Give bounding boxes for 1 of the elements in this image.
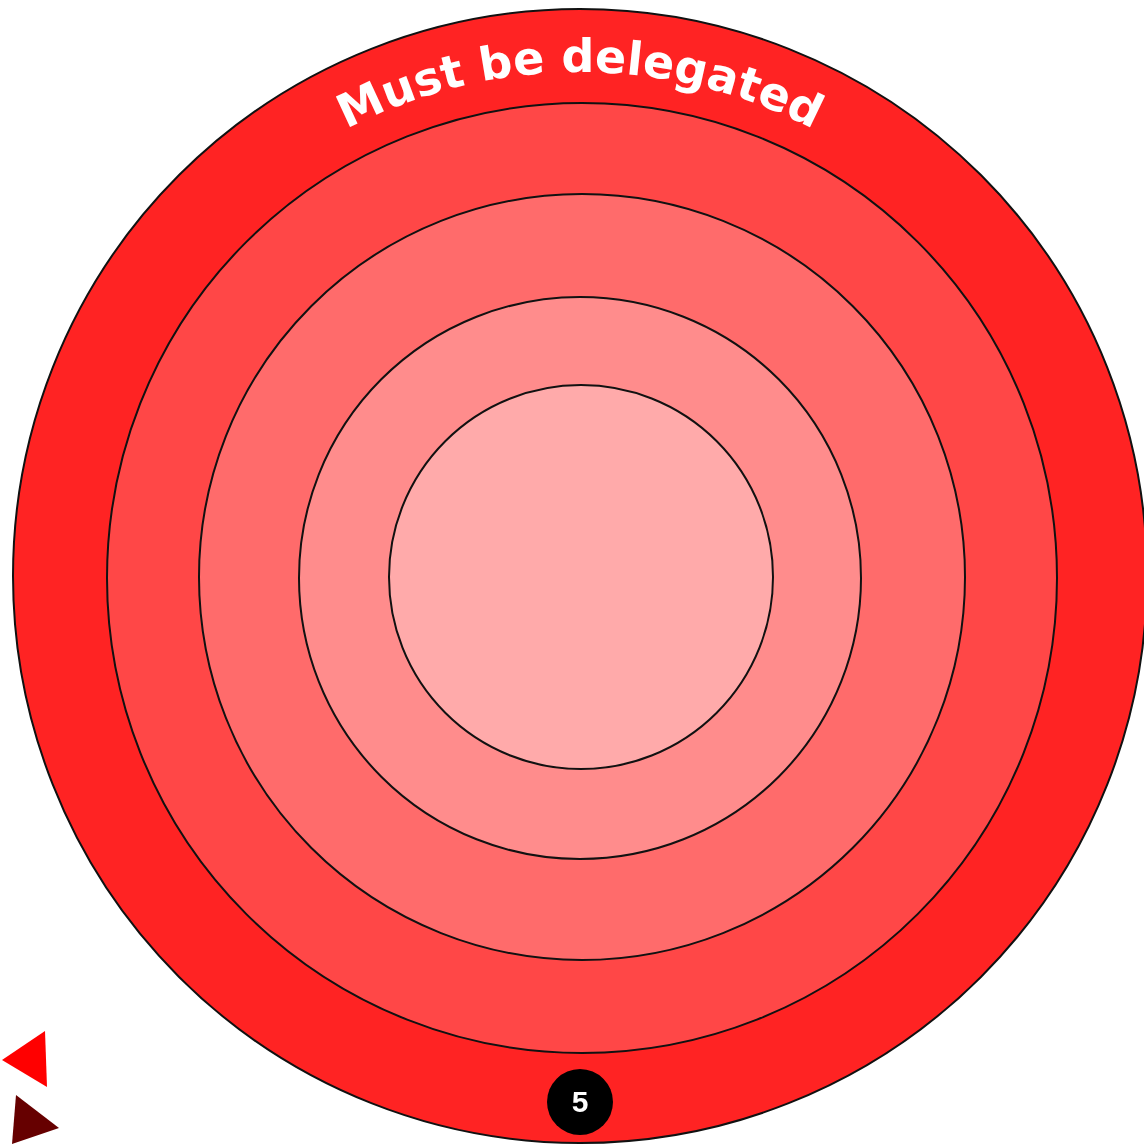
number-label: 5 (571, 1085, 589, 1119)
